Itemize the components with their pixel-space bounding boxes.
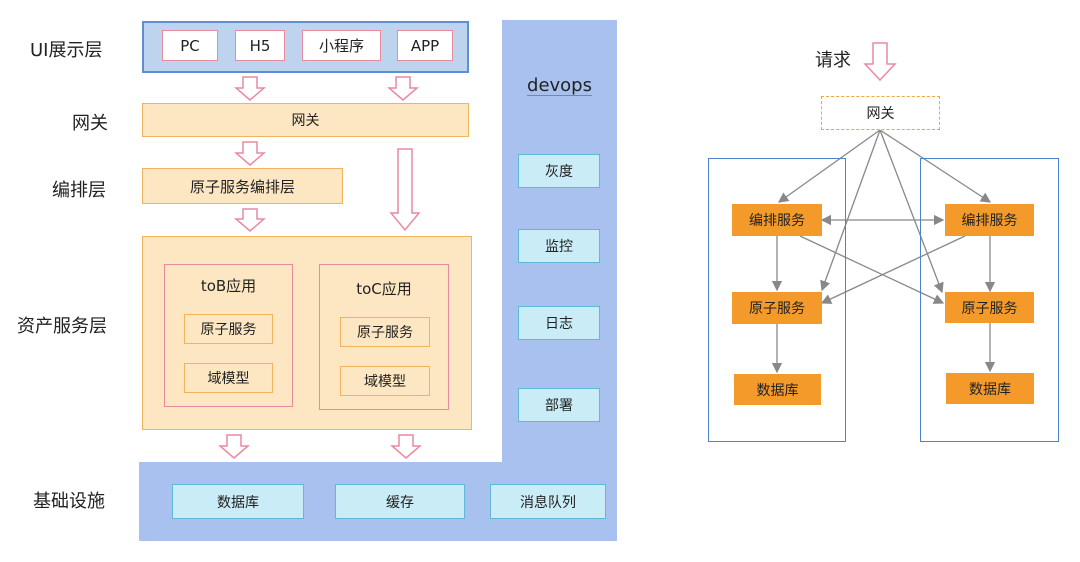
devops-item-gray-release: 灰度 xyxy=(518,154,600,188)
ui-client-pc: PC xyxy=(162,30,218,61)
right-database: 数据库 xyxy=(946,373,1034,404)
right-gateway-node: 网关 xyxy=(821,96,940,130)
layer-label-asset-service: 资产服务层 xyxy=(17,316,107,337)
devops-item-logging: 日志 xyxy=(518,306,600,340)
edge-gw-right-atomic xyxy=(879,129,944,294)
tob-domain-model: 域模型 xyxy=(184,363,273,393)
devops-title: devops xyxy=(527,74,592,96)
infra-item-message-queue: 消息队列 xyxy=(490,484,606,519)
devops-panel xyxy=(502,20,617,541)
devops-item-monitoring: 监控 xyxy=(518,229,600,263)
arrow-request xyxy=(863,42,897,82)
edge-gw-left-atomic xyxy=(820,129,881,292)
edge-gw-left-orch xyxy=(777,129,881,203)
layer-label-gateway: 网关 xyxy=(72,113,108,134)
edge-left-orch-right-atomic xyxy=(799,235,945,304)
left-atomic-service: 原子服务 xyxy=(732,292,822,324)
arrow-gateway-to-asset-long xyxy=(389,148,421,232)
ui-client-miniprogram: 小程序 xyxy=(302,30,381,61)
edge-gw-right-orch xyxy=(879,129,992,203)
toc-domain-model: 域模型 xyxy=(340,366,430,396)
layer-label-ui: UI展示层 xyxy=(30,40,103,61)
arrow-asset-to-infra-right xyxy=(389,434,423,459)
toc-atomic-service: 原子服务 xyxy=(340,317,430,347)
orchestration-bar: 原子服务编排层 xyxy=(142,168,343,204)
app-title-toc: toC应用 xyxy=(356,279,412,298)
ui-client-app: APP xyxy=(397,30,453,61)
infra-item-database: 数据库 xyxy=(172,484,304,519)
left-service-group xyxy=(708,158,846,442)
devops-item-deployment: 部署 xyxy=(518,388,600,422)
tob-atomic-service: 原子服务 xyxy=(184,314,273,344)
gateway-bar: 网关 xyxy=(142,103,469,137)
left-database: 数据库 xyxy=(734,374,821,405)
left-orchestration-service: 编排服务 xyxy=(732,204,822,236)
arrow-orchestration-to-asset xyxy=(233,208,267,232)
ui-client-h5: H5 xyxy=(235,30,285,61)
infra-item-cache: 缓存 xyxy=(335,484,465,519)
arrow-ui-to-gateway-right xyxy=(386,76,420,101)
right-orchestration-service: 编排服务 xyxy=(945,204,1034,236)
arrow-asset-to-infra-left xyxy=(217,434,251,459)
layer-label-infrastructure: 基础设施 xyxy=(33,491,105,512)
layer-label-orchestration: 编排层 xyxy=(52,180,106,201)
right-atomic-service: 原子服务 xyxy=(945,292,1034,323)
request-label: 请求 xyxy=(815,50,851,71)
arrow-gateway-to-orchestration xyxy=(233,141,267,166)
right-service-group xyxy=(920,158,1059,442)
arrow-ui-to-gateway-left xyxy=(233,76,267,101)
app-title-tob: toB应用 xyxy=(200,276,257,295)
